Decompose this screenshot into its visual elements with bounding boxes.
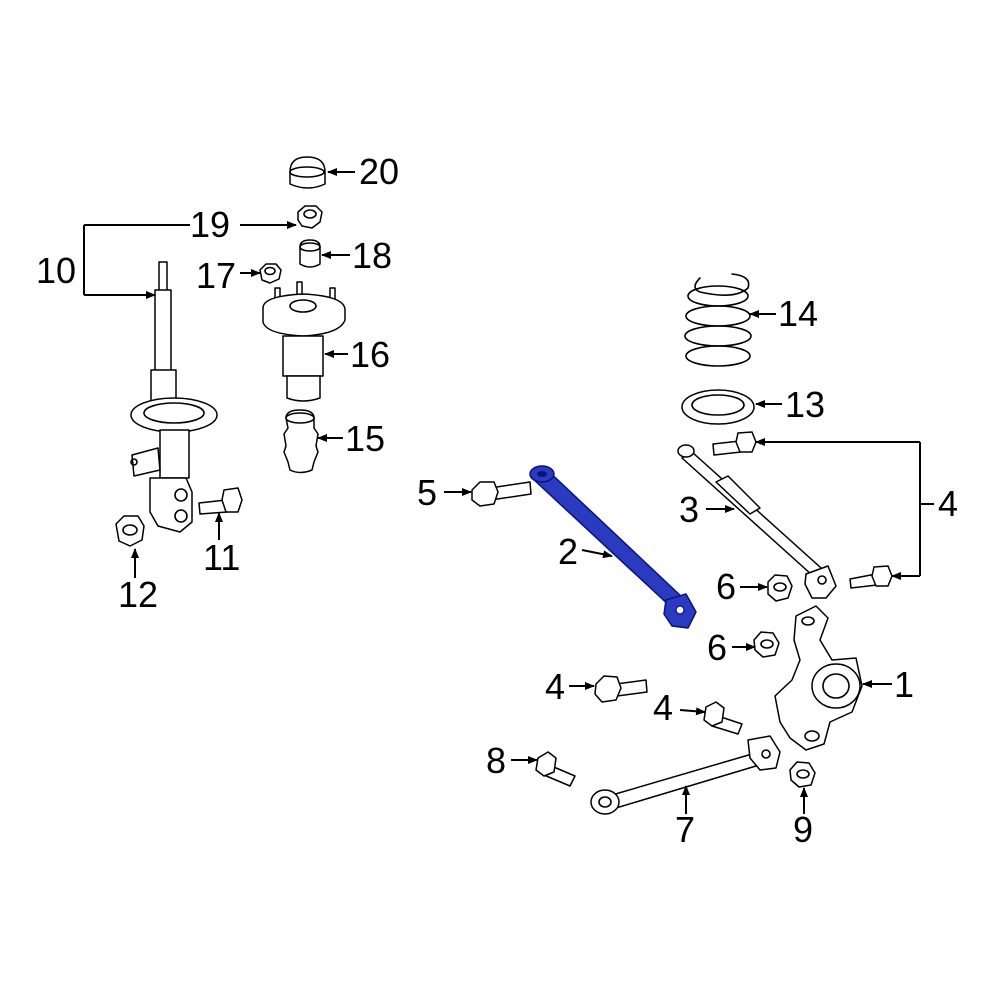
spring-insulator[interactable] [681, 389, 755, 425]
callout-10[interactable]: 10 [36, 250, 76, 291]
link-bolt-lower[interactable] [849, 565, 893, 589]
link-bolt-upper[interactable] [712, 431, 757, 456]
callout-6-lower[interactable]: 6 [707, 627, 727, 668]
callout-3[interactable]: 3 [679, 489, 699, 530]
lower-control-arm[interactable] [590, 735, 781, 815]
callout-19[interactable]: 19 [190, 204, 230, 245]
bump-stopper-cap[interactable] [289, 156, 326, 189]
upper-nut[interactable] [297, 205, 323, 229]
spacer-sleeve[interactable] [299, 239, 321, 268]
callout-4-bracket[interactable]: 4 [938, 483, 958, 524]
callout-11[interactable]: 11 [203, 537, 240, 578]
callout-4-left[interactable]: 4 [545, 666, 565, 707]
callout-13[interactable]: 13 [785, 384, 825, 425]
lateral-link-bolt[interactable] [471, 481, 532, 507]
callout-6-upper[interactable]: 6 [716, 566, 736, 607]
callout-4-right[interactable]: 4 [653, 687, 673, 728]
callouts: 20 19 18 17 10 16 15 11 12 14 13 4 3 5 2… [36, 151, 958, 850]
callout-8[interactable]: 8 [486, 740, 506, 781]
strut-nut[interactable] [115, 515, 145, 547]
callout-16[interactable]: 16 [350, 334, 390, 375]
callout-15[interactable]: 15 [345, 418, 385, 459]
lower-arm-nut[interactable] [789, 761, 816, 788]
lateral-link-arm-highlighted[interactable] [529, 465, 697, 629]
link-nut-1[interactable] [767, 574, 793, 602]
leader-lines [83, 168, 934, 814]
mount-nut[interactable] [259, 263, 282, 284]
callout-1[interactable]: 1 [894, 664, 914, 705]
carrier-bolt-1[interactable] [594, 675, 648, 703]
coil-spring[interactable] [684, 273, 752, 367]
callout-14[interactable]: 14 [778, 293, 818, 334]
bump-stopper[interactable] [283, 409, 319, 474]
callout-2[interactable]: 2 [558, 531, 578, 572]
callout-17[interactable]: 17 [196, 255, 236, 296]
strut-assembly[interactable] [130, 261, 218, 533]
rear-axle-carrier[interactable] [774, 605, 863, 751]
adjustable-link-arm[interactable] [677, 444, 837, 599]
upper-mount-support[interactable] [262, 281, 346, 402]
lower-arm-bolt[interactable] [535, 751, 576, 787]
link-nut-2[interactable] [753, 631, 780, 658]
callout-18[interactable]: 18 [352, 235, 392, 276]
callout-5[interactable]: 5 [417, 472, 437, 513]
callout-12[interactable]: 12 [118, 574, 158, 615]
callout-7[interactable]: 7 [675, 809, 695, 850]
carrier-bolt-2[interactable] [703, 701, 743, 735]
strut-bolt[interactable] [198, 487, 243, 515]
callout-9[interactable]: 9 [793, 809, 813, 850]
callout-20[interactable]: 20 [359, 151, 399, 192]
